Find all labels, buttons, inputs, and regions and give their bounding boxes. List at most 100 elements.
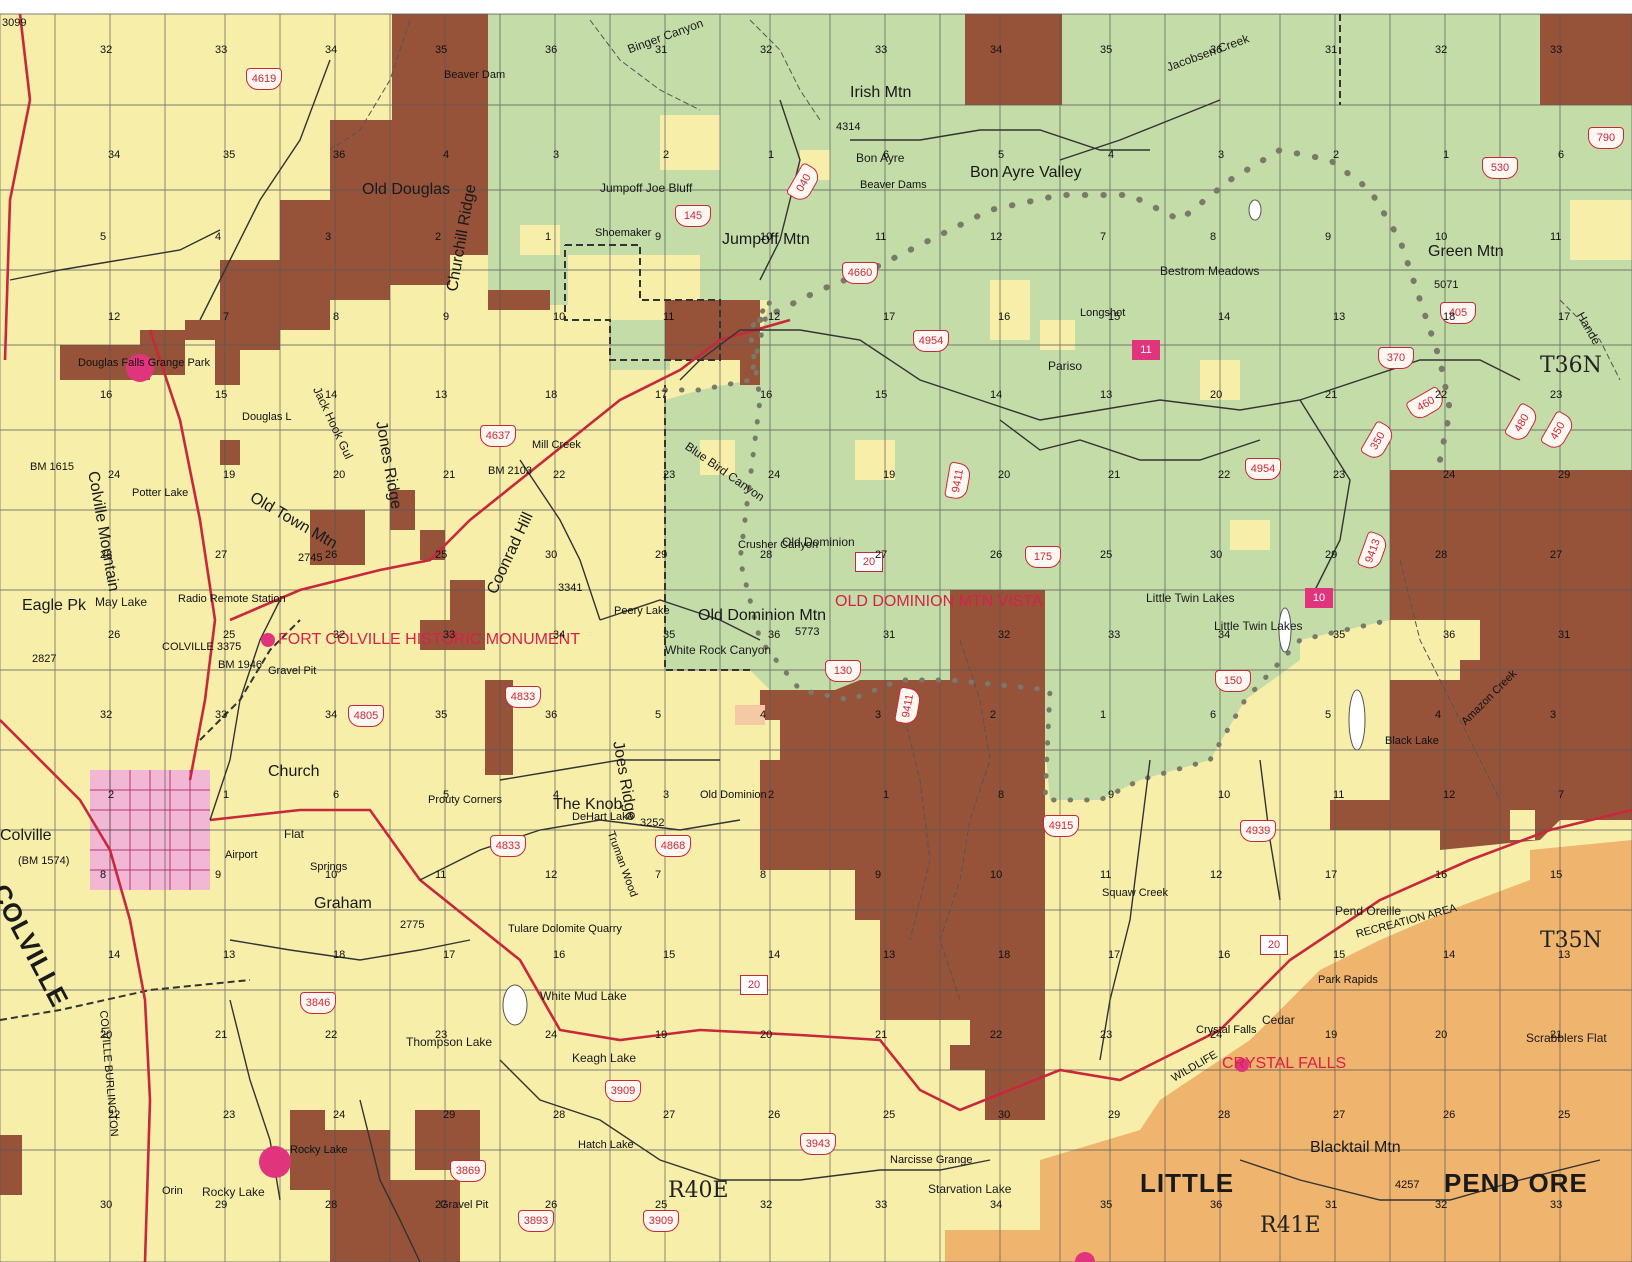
section-number: 10	[553, 311, 566, 323]
label-green-elev: 5071	[1434, 279, 1459, 291]
section-number: 18	[998, 949, 1011, 961]
section-number: 16	[760, 389, 773, 401]
label-radio-station: Radio Remote Station	[178, 593, 286, 605]
section-number: 19	[883, 469, 896, 481]
label-crusher-canyon: Crusher Canyon	[738, 539, 819, 551]
section-number: 16	[553, 949, 566, 961]
recreation-markers	[126, 354, 1249, 1262]
state-land-area	[0, 14, 1632, 1262]
dotted-forest-boundary	[662, 298, 1393, 803]
label-graham-elev: 2775	[400, 919, 425, 931]
section-number: 24	[108, 469, 121, 481]
section-number: 14	[768, 949, 781, 961]
section-number: 28	[325, 1199, 338, 1211]
section-number: 2	[1333, 149, 1340, 161]
section-number: 28	[553, 1109, 566, 1121]
road-shield-3909: 3909	[643, 1210, 679, 1232]
section-number: 25	[435, 549, 448, 561]
section-number: 9	[875, 869, 882, 881]
label-knob-elev: 3252	[640, 817, 665, 829]
section-number: 29	[443, 1109, 456, 1121]
road-shield-530: 530	[1482, 157, 1518, 179]
streams	[329, 19, 1621, 1001]
road-shield-790: 790	[1588, 127, 1624, 149]
road-shield-4805: 4805	[348, 705, 384, 727]
section-number: 14	[1218, 311, 1231, 323]
road-shield-150: 150	[1215, 670, 1251, 692]
section-number: 15	[215, 389, 228, 401]
section-number: 34	[990, 1199, 1003, 1211]
label-colville: Colville	[0, 827, 52, 844]
section-number: 4	[215, 231, 222, 243]
indian-reservation-area	[945, 840, 1632, 1262]
label-prouty-corners: Prouty Corners	[428, 794, 502, 806]
section-number: 5	[998, 149, 1005, 161]
label-white-rock-canyon: White Rock Canyon	[665, 643, 772, 657]
road-shield-4833: 4833	[490, 835, 526, 857]
label-colville-3375: COLVILLE 3375	[162, 641, 242, 653]
section-number: 13	[1558, 949, 1571, 961]
section-number: 21	[1108, 469, 1121, 481]
section-number: 27	[1333, 1109, 1346, 1121]
section-number: 25	[1100, 549, 1113, 561]
section-number: 23	[1100, 1029, 1113, 1041]
road-shield-4637: 4637	[480, 425, 516, 447]
label-douglas-l: Douglas L	[242, 411, 292, 423]
section-number: 19	[223, 469, 236, 481]
section-number: 34	[325, 44, 338, 56]
section-number: 6	[333, 789, 340, 801]
label-scrabblers-flat: Scrabblers Flat	[1526, 1031, 1607, 1045]
section-number: 22	[1218, 469, 1231, 481]
label-church: Church	[268, 763, 320, 780]
section-number: 26	[990, 549, 1003, 561]
section-number: 5	[443, 789, 450, 801]
road-shield-20: 20	[740, 975, 768, 995]
label-little-pend: LITTLE	[1140, 1168, 1235, 1198]
section-number: 25	[655, 1199, 668, 1211]
section-number: 12	[108, 311, 121, 323]
section-number: 15	[1333, 949, 1346, 961]
section-number: 11	[663, 311, 675, 323]
section-number: 8	[1210, 231, 1217, 243]
label-black-lake: Black Lake	[1385, 735, 1439, 747]
top-white-strip	[0, 0, 1632, 14]
section-number: 28	[760, 549, 773, 561]
section-number: 36	[333, 149, 346, 161]
section-number: 28	[1435, 549, 1448, 561]
label-beaver-dam: Beaver Dam	[444, 69, 506, 81]
section-number: 26	[325, 549, 338, 561]
label-springs: Springs	[310, 861, 348, 873]
section-number: 24	[768, 469, 781, 481]
section-number: 21	[1550, 1029, 1563, 1041]
section-number: 8	[760, 869, 767, 881]
section-number: 13	[1333, 311, 1346, 323]
label-dehart-lake: DeHart Lake	[572, 811, 634, 823]
section-number: 2	[108, 789, 115, 801]
section-number: 11	[1333, 789, 1345, 801]
section-number: 4	[1435, 709, 1442, 721]
section-number: 34	[553, 629, 566, 641]
section-number: 17	[883, 311, 896, 323]
section-number: 35	[663, 629, 676, 641]
section-number: 7	[223, 311, 230, 323]
section-number: 21	[215, 1029, 228, 1041]
section-number: 26	[108, 629, 121, 641]
label-bestrom-meadows: Bestrom Meadows	[1160, 264, 1260, 278]
section-number: 2	[663, 149, 670, 161]
section-number: 17	[1558, 311, 1571, 323]
road-shield-175: 175	[1025, 546, 1061, 568]
section-number: 20	[998, 469, 1011, 481]
section-number: 16	[100, 389, 113, 401]
section-number: 14	[990, 389, 1003, 401]
section-number: 23	[1550, 389, 1563, 401]
section-number: 2	[435, 231, 442, 243]
section-number: 4	[443, 149, 450, 161]
road-shield-3893: 3893	[518, 1210, 554, 1232]
section-number: 36	[545, 709, 558, 721]
section-number: 22	[108, 1109, 121, 1121]
state-land-cutouts	[945, 620, 1535, 1045]
section-number: 36	[1210, 1199, 1223, 1211]
section-number: 14	[325, 389, 338, 401]
label-little-twin-lakes: Little Twin Lakes	[1146, 591, 1235, 605]
